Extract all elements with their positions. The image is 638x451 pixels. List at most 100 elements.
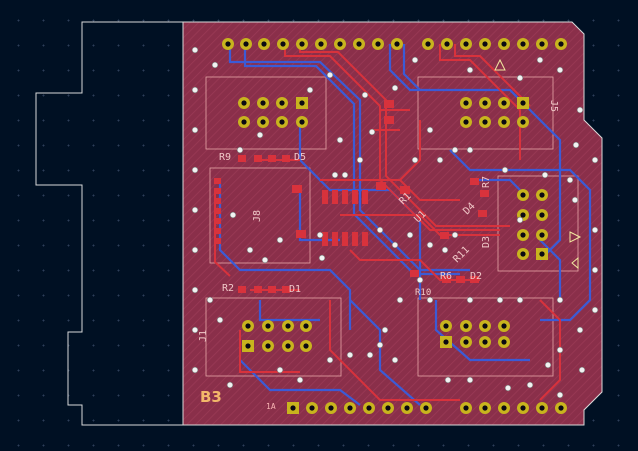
designator-d5: D5 (294, 152, 307, 163)
pad-drill-hole (539, 405, 545, 411)
pad-drill-hole (285, 343, 291, 349)
via-icon (406, 231, 414, 239)
via-icon (361, 91, 369, 99)
pad-drill-hole (423, 405, 429, 411)
via-icon (211, 61, 219, 69)
via-icon (541, 171, 549, 179)
designator-j8: J8 (252, 210, 263, 223)
through-hole-pad-icon[interactable] (222, 38, 567, 414)
via-icon (326, 71, 334, 79)
via-icon (236, 146, 244, 154)
pad-drill-hole (265, 323, 271, 329)
pad-drill-hole (328, 405, 334, 411)
pad-drill-hole (520, 100, 526, 106)
via-icon (296, 376, 304, 384)
pad-drill-hole (558, 41, 564, 47)
smd-pads (214, 100, 489, 293)
designator-r10: R10 (415, 288, 432, 298)
pad-drill-hole (290, 405, 296, 411)
pad-drill-hole (309, 405, 315, 411)
pad-drill-hole (520, 119, 526, 125)
pad-drill-hole (539, 192, 545, 198)
via-icon (229, 211, 237, 219)
via-icon (331, 171, 339, 179)
via-icon (276, 236, 284, 244)
pad-drill-hole (520, 232, 526, 238)
pad-drill-hole (539, 232, 545, 238)
via-icon (366, 351, 374, 359)
pad-drill-hole (279, 119, 285, 125)
pad-drill-hole (539, 251, 545, 257)
pad-drill-hole (463, 41, 469, 47)
pad-drill-hole (443, 323, 449, 329)
pad-drill-hole (285, 323, 291, 329)
pad-drill-hole (501, 405, 507, 411)
via-icon (326, 356, 334, 364)
via-icon (516, 74, 524, 82)
via-icon (256, 131, 264, 139)
via-icon (341, 171, 349, 179)
via-icon (191, 366, 199, 374)
via-icon (191, 46, 599, 399)
via-icon (191, 86, 199, 94)
via-icon (578, 366, 586, 374)
designator-r7: R7 (481, 176, 492, 189)
via-icon (444, 376, 452, 384)
pad-drill-hole (279, 100, 285, 106)
via-icon (591, 156, 599, 164)
via-icon (191, 326, 199, 334)
pad-drill-hole (463, 339, 469, 345)
via-icon (191, 246, 199, 254)
pad-drill-hole (245, 343, 251, 349)
via-icon (436, 156, 444, 164)
via-icon (206, 296, 214, 304)
pad-drill-hole (482, 119, 488, 125)
pad-drill-hole (303, 323, 309, 329)
via-icon (516, 296, 524, 304)
pad-drill-hole (482, 323, 488, 329)
via-icon (318, 254, 326, 262)
pad-drill-hole (347, 405, 353, 411)
pad-drill-hole (463, 323, 469, 329)
pad-drill-hole (394, 41, 400, 47)
pad-drill-hole (443, 339, 449, 345)
pad-drill-hole (463, 405, 469, 411)
via-icon (441, 246, 449, 254)
pad-drill-hole (260, 119, 266, 125)
pad-drill-hole (520, 192, 526, 198)
via-icon (556, 391, 564, 399)
via-icon (396, 296, 404, 304)
pad-drill-hole (385, 405, 391, 411)
via-icon (381, 326, 389, 334)
via-icon (391, 84, 399, 92)
pad-drill-hole (299, 100, 305, 106)
pad-drill-hole (539, 41, 545, 47)
via-icon (191, 46, 199, 54)
via-icon (191, 206, 199, 214)
via-icon (411, 156, 419, 164)
via-icon (391, 241, 399, 249)
via-icon (566, 176, 574, 184)
via-icon (536, 56, 544, 64)
pad-drill-hole (299, 119, 305, 125)
pad-drill-hole (482, 339, 488, 345)
pad-drill-hole (260, 100, 266, 106)
designator-d1: D1 (289, 284, 302, 295)
pad-drill-hole (501, 100, 507, 106)
via-icon (571, 196, 579, 204)
via-icon (572, 141, 580, 149)
pad-drill-hole (520, 405, 526, 411)
pad-drill-hole (558, 405, 564, 411)
pin1-marker-label: 1A (266, 402, 276, 411)
via-icon (576, 106, 584, 114)
via-icon (426, 296, 434, 304)
pad-drill-hole (482, 41, 488, 47)
pad-drill-hole (482, 100, 488, 106)
pad-drill-hole (318, 41, 324, 47)
pad-drill-hole (404, 405, 410, 411)
designator-j5: J5 (548, 100, 559, 113)
via-icon (316, 231, 324, 239)
via-icon (496, 296, 504, 304)
